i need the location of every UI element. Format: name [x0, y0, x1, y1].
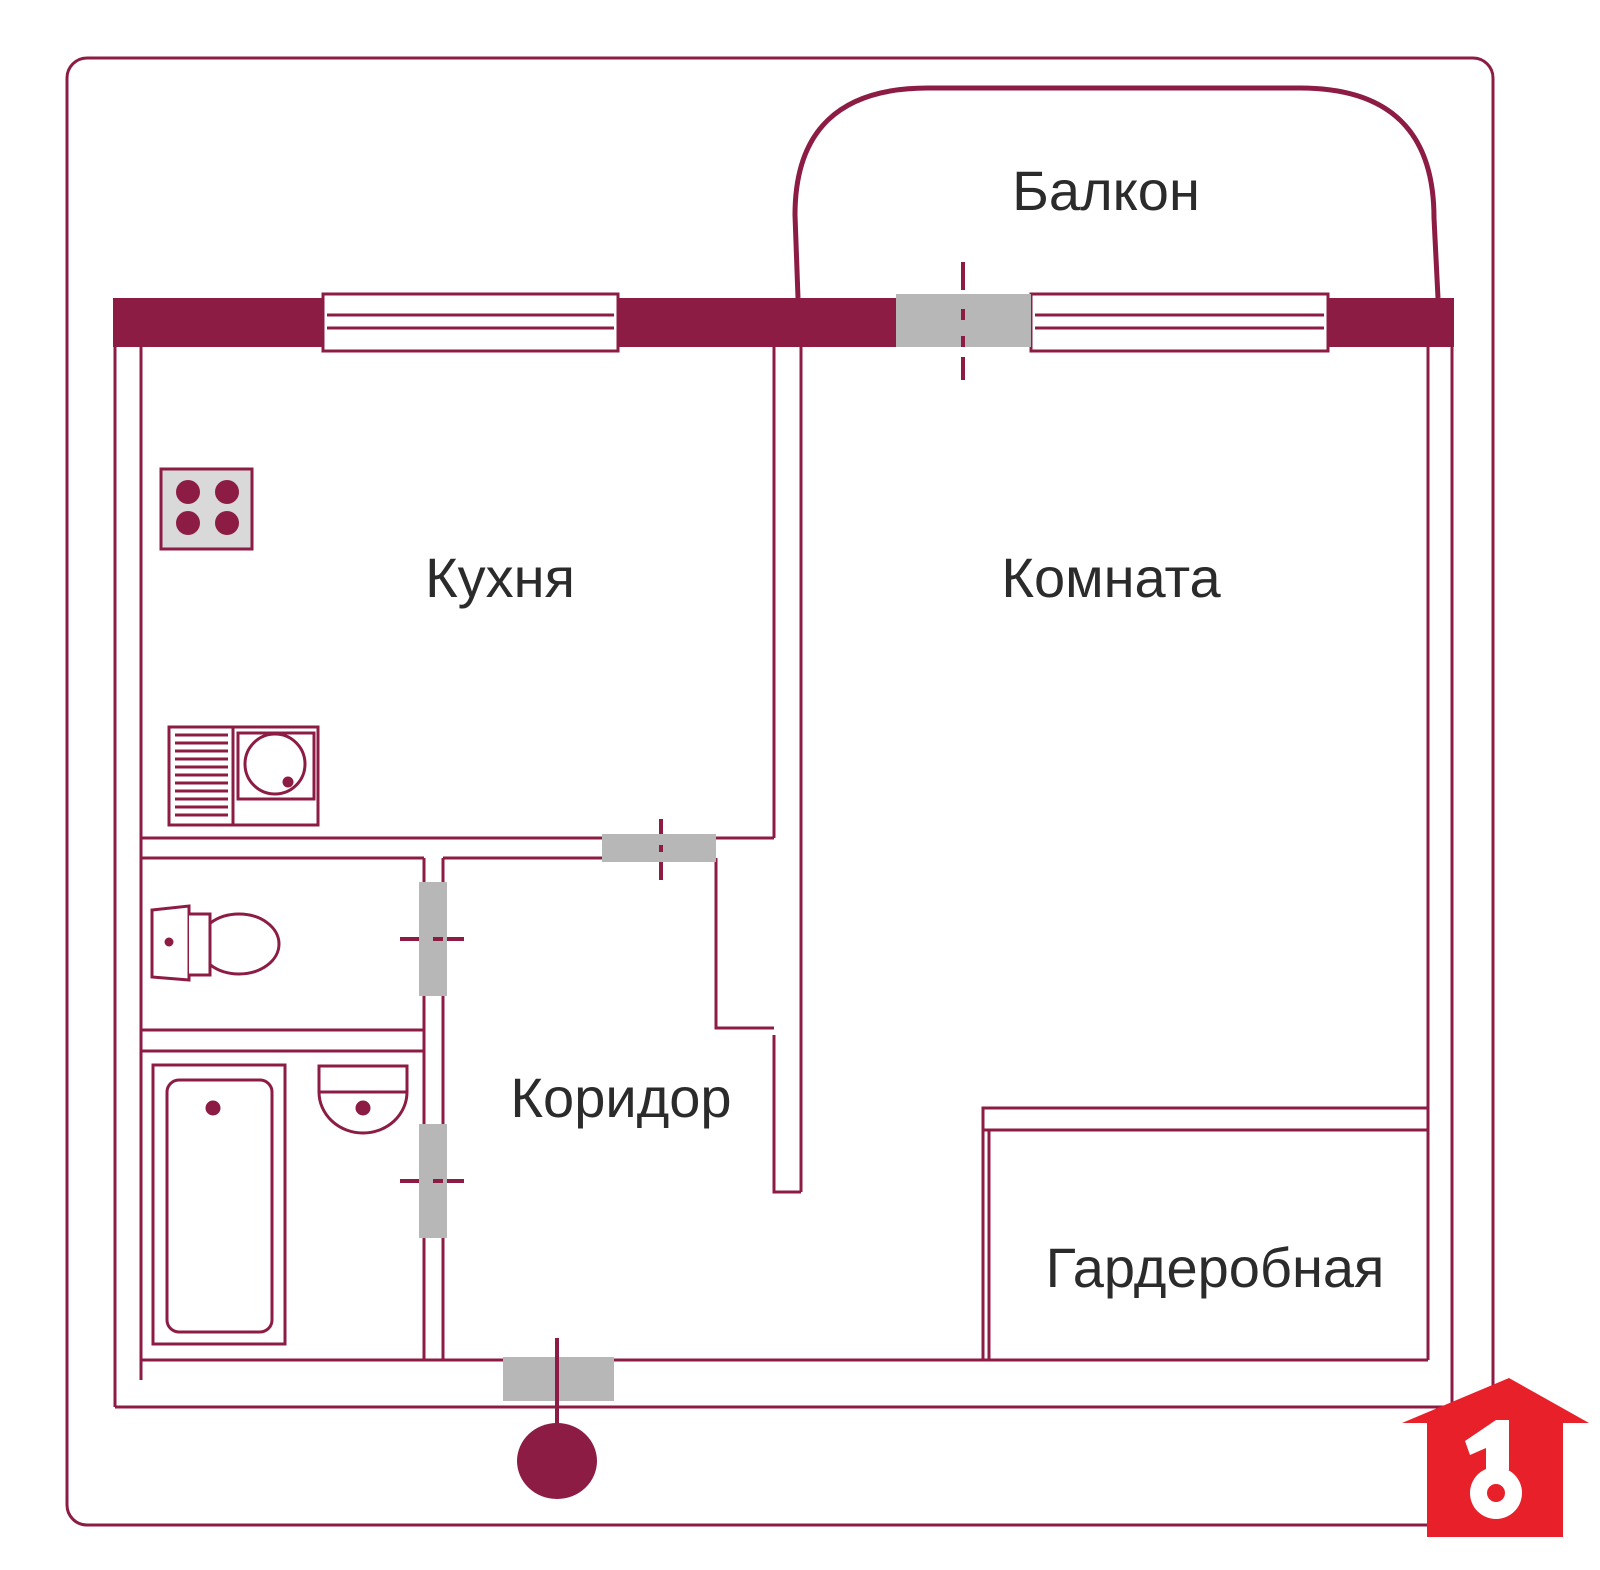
corridor-label: Коридор	[510, 1066, 731, 1129]
facade-wall-mid	[618, 298, 896, 347]
wall-bottom	[115, 1358, 1452, 1409]
toilet-icon	[150, 904, 281, 982]
kitchen-sink-icon	[167, 725, 320, 827]
wall-wardrobe	[981, 1106, 1428, 1360]
wall-right	[1426, 345, 1454, 1407]
balcony-label: Балкон	[1012, 159, 1200, 222]
facade-wall-right	[1328, 298, 1454, 347]
house-key-logo-icon	[1402, 1378, 1589, 1537]
room-label: Комната	[1001, 546, 1221, 609]
stove-icon	[159, 467, 254, 551]
plan-frame	[65, 56, 1495, 1527]
room-window	[1029, 292, 1330, 353]
wall-toilet-bath	[141, 1028, 424, 1053]
balcony-outline	[792, 85, 1441, 299]
kitchen-label: Кухня	[425, 546, 575, 609]
wall-bath-partition	[422, 858, 445, 1360]
wardrobe-label: Гардеробная	[1046, 1236, 1385, 1299]
wall-kitchen-room	[772, 345, 803, 1194]
wall-left	[113, 345, 143, 1407]
kitchen-window	[321, 292, 620, 353]
bathtub-icon	[151, 1063, 287, 1346]
entrance-marker	[517, 1423, 597, 1499]
washbasin-icon	[317, 1064, 409, 1135]
wall-corridor-top	[141, 856, 774, 1030]
facade-wall-left	[113, 298, 323, 347]
